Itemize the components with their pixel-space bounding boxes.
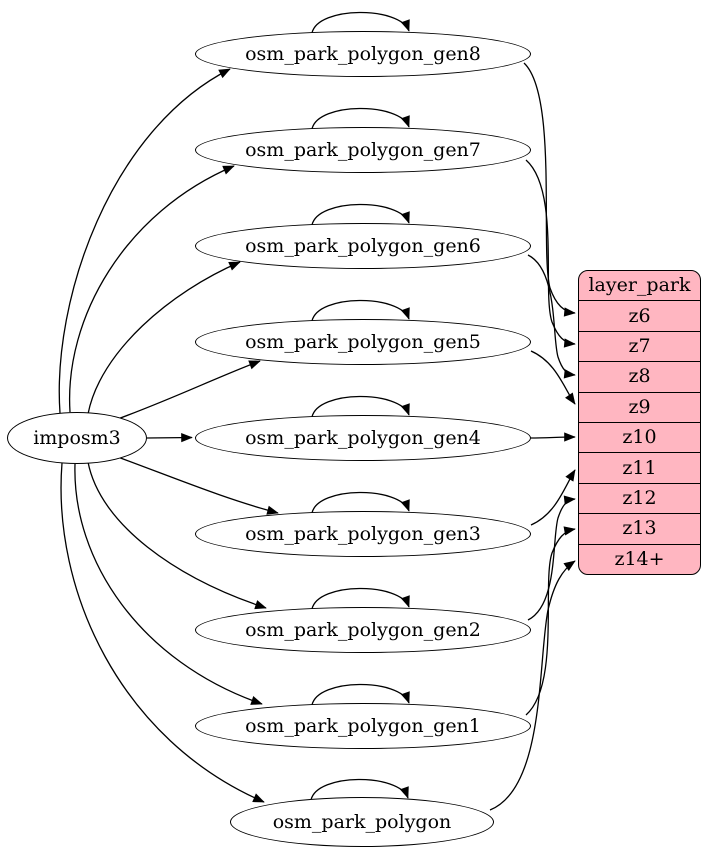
self-loop-gen3 [311, 491, 410, 514]
node-label: osm_park_polygon_gen3 [245, 522, 481, 545]
edge-imposm3-to-osm-park-polygon [60, 462, 265, 803]
node-osm-park-polygon-gen6: osm_park_polygon_gen6 [195, 223, 531, 269]
self-loop-osm-park-polygon [310, 778, 409, 801]
edge-gen1-to-z13 [525, 526, 576, 716]
record-row-z10: z10 [579, 422, 700, 452]
edge-gen8-to-z6 [523, 62, 576, 317]
node-osm-park-polygon-gen1: osm_park_polygon_gen1 [195, 703, 531, 749]
node-label: osm_park_polygon_gen6 [245, 234, 481, 257]
node-label: osm_park_polygon_gen1 [245, 714, 481, 737]
node-osm-park-polygon: osm_park_polygon [230, 797, 494, 847]
node-label: osm_park_polygon_gen4 [245, 426, 481, 449]
edge-imposm3-to-gen1 [74, 463, 263, 705]
edge-gen4-to-z10 [530, 432, 576, 442]
record-row-z6: z6 [579, 300, 700, 330]
record-row-z11: z11 [579, 452, 700, 482]
record-row-z14: z14+ [579, 543, 700, 574]
node-label: osm_park_polygon_gen8 [245, 42, 481, 65]
edge-gen2-to-z12 [527, 495, 576, 621]
edge-gen5-to-z9 [530, 350, 576, 405]
self-loop-gen2 [311, 587, 410, 610]
edge-gen7-to-z7 [525, 159, 576, 348]
edge-imposm3-to-gen5 [114, 360, 261, 421]
node-osm-park-polygon-gen5: osm_park_polygon_gen5 [195, 319, 531, 365]
node-osm-park-polygon-gen2: osm_park_polygon_gen2 [195, 607, 531, 653]
self-loop-gen1 [311, 683, 410, 706]
record-row-z9: z9 [579, 391, 700, 422]
edge-imposm3-to-gen8 [58, 68, 231, 414]
node-osm-park-polygon-gen3: osm_park_polygon_gen3 [195, 511, 531, 557]
record-title: layer_park [588, 274, 691, 297]
node-label: osm_park_polygon_gen7 [245, 138, 481, 161]
self-loop-gen5 [311, 299, 410, 322]
edge-imposm3-to-gen7 [68, 165, 235, 413]
node-label: osm_park_polygon_gen5 [245, 330, 481, 353]
node-osm-park-polygon-gen4: osm_park_polygon_gen4 [195, 415, 531, 461]
edge-imposm3-to-gen3 [114, 455, 279, 515]
node-label: osm_park_polygon_gen2 [245, 618, 481, 641]
node-osm-park-polygon-gen8: osm_park_polygon_gen8 [195, 31, 531, 77]
edge-osm-park-polygon-to-z14 [489, 560, 576, 811]
record-row-z13: z13 [579, 513, 700, 543]
record-row-z12: z12 [579, 482, 700, 513]
node-imposm3-label: imposm3 [33, 426, 121, 449]
self-loop-gen7 [311, 107, 410, 130]
node-imposm3: imposm3 [7, 412, 147, 464]
self-loop-gen8 [311, 11, 410, 34]
edge-gen3-to-z11 [530, 469, 576, 526]
record-row-z8: z8 [579, 361, 700, 391]
node-label: osm_park_polygon [272, 810, 452, 833]
edge-imposm3-to-gen2 [87, 461, 267, 610]
self-loop-gen6 [311, 203, 410, 226]
node-osm-park-polygon-gen7: osm_park_polygon_gen7 [195, 127, 531, 173]
edge-imposm3-to-gen6 [87, 261, 241, 415]
edge-imposm3-to-gen4 [146, 432, 193, 443]
record-row-z7: z7 [579, 330, 700, 361]
edge-gen6-to-z8 [527, 254, 576, 379]
self-loop-gen4 [311, 395, 410, 418]
record-layer-park: layer_park z6 z7 z8 z9 z10 z11 z12 z13 z… [578, 270, 701, 575]
